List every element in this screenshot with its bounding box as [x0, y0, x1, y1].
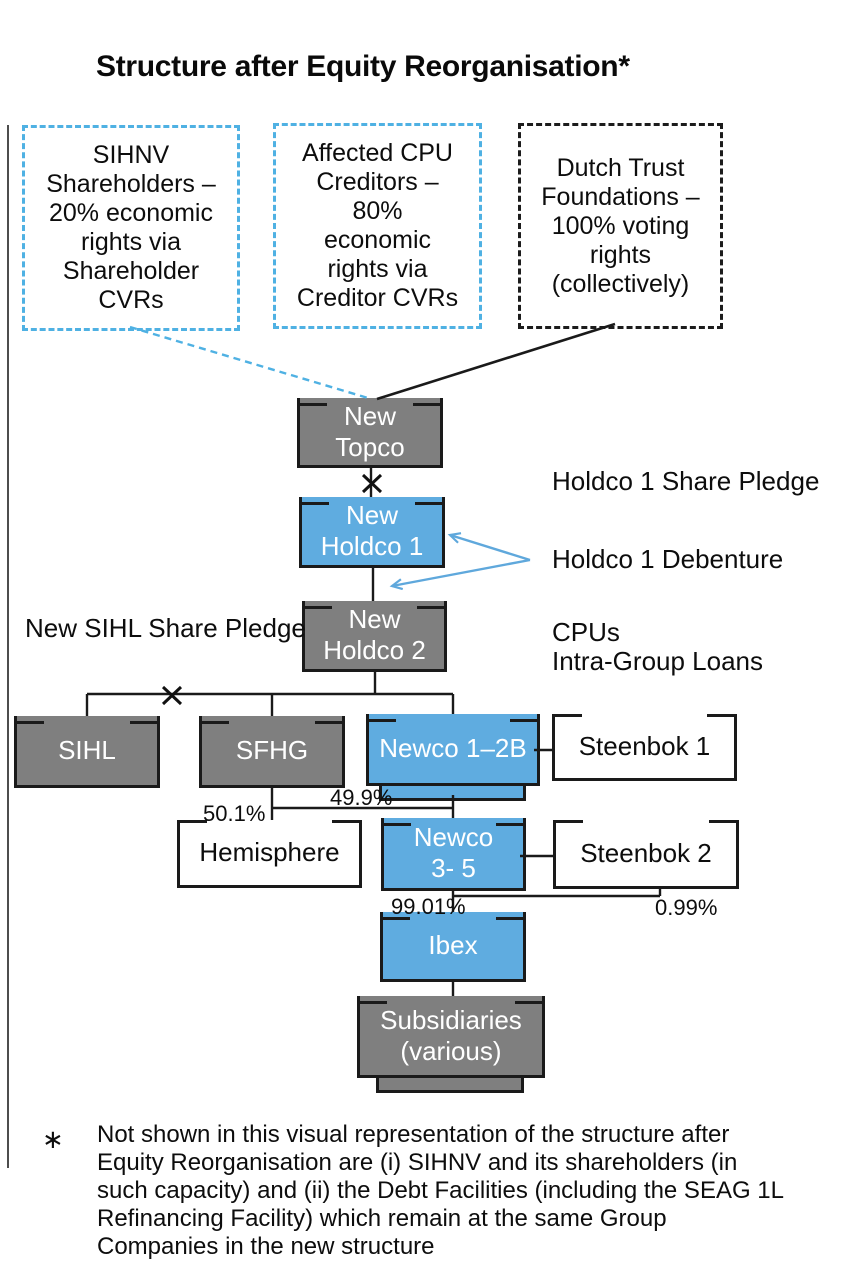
- footnote-asterisk: ∗: [42, 1124, 64, 1154]
- node-new-holdco-1: New Holdco 1: [299, 497, 445, 568]
- sihnv-to-topco-dashed-line: [129, 325, 369, 400]
- label-pct-50-1: 50.1%: [203, 801, 266, 826]
- box-affected-cpu-creditors-label: Affected CPU Creditors – 80% economic ri…: [296, 139, 459, 312]
- node-hemisphere: Hemisphere: [177, 820, 362, 888]
- dutch-trust-to-topco-line: [376, 322, 616, 401]
- node-ibex: Ibex: [380, 912, 526, 982]
- node-newco-3-5: Newco 3- 5: [381, 818, 526, 891]
- label-new-sihl-share-pledge: New SIHL Share Pledge: [25, 613, 306, 643]
- node-steenbok-2: Steenbok 2: [553, 820, 739, 889]
- label-pct-49-9: 49.9%: [330, 785, 393, 810]
- footnote-text: Not shown in this visual representation …: [97, 1121, 784, 1260]
- share-pledge-cross-icon: [361, 473, 383, 494]
- node-new-holdco-2: New Holdco 2: [302, 601, 447, 672]
- label-holdco-1-share-pledge: Holdco 1 Share Pledge: [552, 466, 820, 496]
- box-affected-cpu-creditors: Affected CPU Creditors – 80% economic ri…: [273, 123, 482, 329]
- label-pct-0-99: 0.99%: [655, 895, 718, 920]
- page-title: Structure after Equity Reorganisation*: [96, 50, 630, 83]
- node-subsidiaries: Subsidiaries (various): [357, 996, 545, 1078]
- node-sfhg: SFHG: [199, 716, 345, 788]
- label-pct-99-01: 99.01%: [391, 894, 466, 919]
- node-steenbok-1: Steenbok 1: [552, 714, 737, 781]
- box-sihnv-shareholders-label: SIHNV Shareholders – 20% economic rights…: [46, 141, 216, 314]
- label-intra-group-loans: Intra-Group Loans: [552, 646, 764, 676]
- sihl-share-pledge-cross-icon: [161, 685, 183, 706]
- box-sihnv-shareholders: SIHNV Shareholders – 20% economic rights…: [22, 125, 240, 331]
- node-sihl: SIHL: [14, 716, 160, 788]
- label-holdco-1-debenture: Holdco 1 Debenture: [552, 544, 784, 574]
- left-edge-rule: [7, 125, 9, 1168]
- box-dutch-trust-foundations-label: Dutch Trust Foundations – 100% voting ri…: [541, 153, 700, 298]
- node-new-topco: New Topco: [297, 398, 443, 468]
- label-cpus: CPUs: [552, 617, 620, 647]
- box-dutch-trust-foundations: Dutch Trust Foundations – 100% voting ri…: [518, 123, 723, 329]
- node-newco-1-2b: Newco 1–2B: [366, 714, 540, 786]
